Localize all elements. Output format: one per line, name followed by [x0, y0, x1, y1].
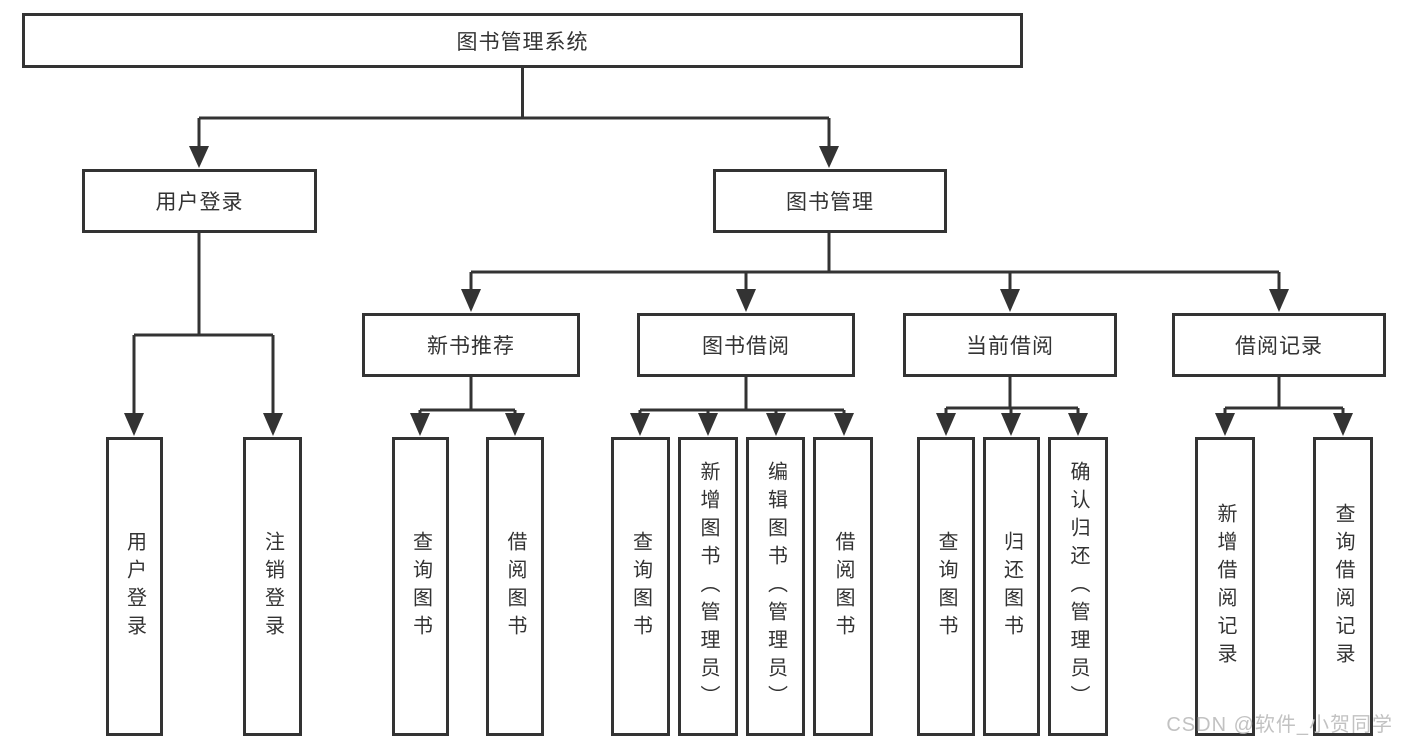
edge-root-to-level2 — [189, 68, 839, 168]
leaf-query-books-current-label: 查询图书 — [935, 530, 957, 643]
leaf-user-login-label: 用户登录 — [123, 530, 146, 643]
node-book-borrowing: 图书借阅 — [637, 313, 855, 377]
arrow-down-icon — [124, 413, 144, 436]
node-user-login-label: 用户登录 — [155, 191, 244, 214]
leaf-edit-books-admin-label: 编辑图书（管理员） — [764, 460, 787, 713]
leaf-query-books-recommend: 查询图书 — [392, 437, 449, 736]
leaf-query-books-borrow: 查询图书 — [611, 437, 670, 736]
arrow-down-icon — [1001, 413, 1021, 436]
node-library-system: 图书管理系统 — [22, 13, 1023, 68]
arrow-down-icon — [263, 413, 283, 436]
arrow-down-icon — [1068, 413, 1088, 436]
arrow-down-icon — [936, 413, 956, 436]
edge-new-book-children — [410, 377, 525, 436]
node-book-management-label: 图书管理 — [786, 191, 874, 214]
leaf-query-books-current: 查询图书 — [917, 437, 975, 736]
node-library-system-label: 图书管理系统 — [456, 30, 589, 54]
edge-borrow-records-children — [1215, 377, 1353, 436]
arrow-down-icon — [630, 413, 650, 436]
leaf-edit-books-admin: 编辑图书（管理员） — [746, 437, 805, 736]
leaf-confirm-return-admin: 确认归还（管理员） — [1048, 437, 1108, 736]
arrow-down-icon — [410, 413, 430, 436]
node-new-book-recommend-label: 新书推荐 — [427, 335, 515, 358]
arrow-down-icon — [461, 289, 481, 312]
arrow-down-icon — [1000, 289, 1020, 312]
leaf-query-borrow-record: 查询借阅记录 — [1313, 437, 1373, 736]
arrow-down-icon — [819, 146, 839, 168]
arrow-down-icon — [736, 289, 756, 312]
leaf-user-login: 用户登录 — [106, 437, 163, 736]
arrow-down-icon — [766, 413, 786, 436]
leaf-confirm-return-admin-label: 确认归还（管理员） — [1067, 460, 1089, 713]
arrow-down-icon — [834, 413, 854, 436]
node-current-borrowing: 当前借阅 — [903, 313, 1117, 377]
leaf-add-books-admin-label: 新增图书（管理员） — [697, 460, 719, 713]
leaf-add-books-admin: 新增图书（管理员） — [678, 437, 738, 736]
csdn-watermark: CSDN @软件_小贺同学 — [1166, 714, 1393, 736]
leaf-logout-label: 注销登录 — [261, 530, 284, 643]
node-new-book-recommend: 新书推荐 — [362, 313, 580, 377]
edge-book-borrow-children — [630, 377, 854, 436]
edge-current-borrow-children — [936, 377, 1088, 436]
arrow-down-icon — [189, 146, 209, 168]
leaf-add-borrow-record-label: 新增借阅记录 — [1214, 502, 1236, 671]
leaf-return-books: 归还图书 — [983, 437, 1040, 736]
node-borrowing-records-label: 借阅记录 — [1235, 335, 1323, 358]
arrow-down-icon — [1333, 413, 1353, 436]
node-book-borrowing-label: 图书借阅 — [702, 335, 790, 358]
leaf-borrow-books-recommend: 借阅图书 — [486, 437, 544, 736]
leaf-return-books-label: 归还图书 — [1000, 530, 1023, 643]
leaf-add-borrow-record: 新增借阅记录 — [1195, 437, 1255, 736]
leaf-query-books-recommend-label: 查询图书 — [409, 530, 432, 643]
node-user-login: 用户登录 — [82, 169, 317, 233]
leaf-query-books-borrow-label: 查询图书 — [629, 530, 652, 643]
leaf-borrow-books-label: 借阅图书 — [832, 530, 854, 643]
arrow-down-icon — [698, 413, 718, 436]
node-borrowing-records: 借阅记录 — [1172, 313, 1386, 377]
arrow-down-icon — [505, 413, 525, 436]
leaf-borrow-books: 借阅图书 — [813, 437, 873, 736]
leaf-borrow-books-recommend-label: 借阅图书 — [504, 530, 526, 643]
edge-user-login-children — [124, 233, 283, 436]
arrow-down-icon — [1215, 413, 1235, 436]
edge-book-mgmt-children — [461, 233, 1289, 312]
leaf-logout: 注销登录 — [243, 437, 302, 736]
arrow-down-icon — [1269, 289, 1289, 312]
node-book-management: 图书管理 — [713, 169, 947, 233]
leaf-query-borrow-record-label: 查询借阅记录 — [1332, 502, 1354, 671]
node-current-borrowing-label: 当前借阅 — [966, 335, 1054, 358]
